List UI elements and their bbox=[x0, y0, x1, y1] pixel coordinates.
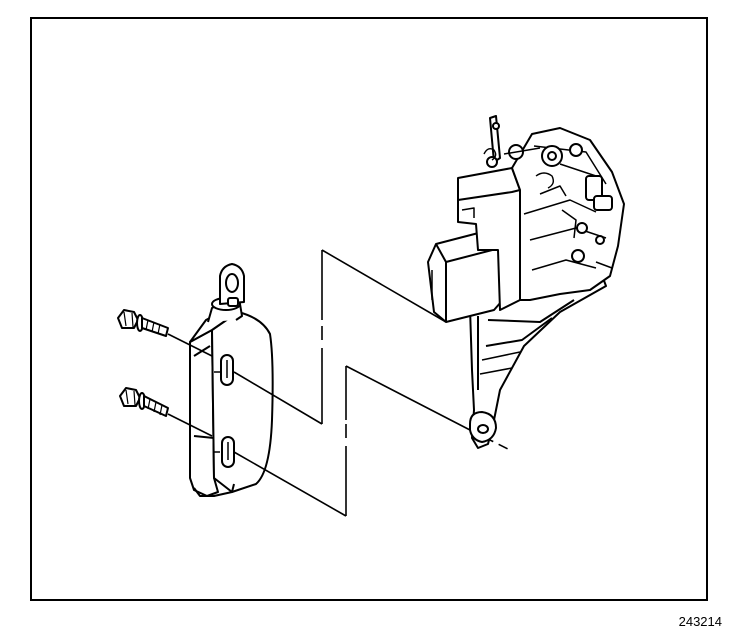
alignment-lines bbox=[233, 249, 511, 517]
leader-lines bbox=[167, 333, 213, 437]
figure-frame bbox=[30, 17, 708, 601]
figure-number: 243214 bbox=[679, 614, 722, 629]
lock-actuator bbox=[189, 263, 274, 497]
door-latch-assembly bbox=[427, 115, 625, 449]
bolt-lower bbox=[119, 387, 169, 417]
bolt-upper bbox=[117, 309, 169, 337]
